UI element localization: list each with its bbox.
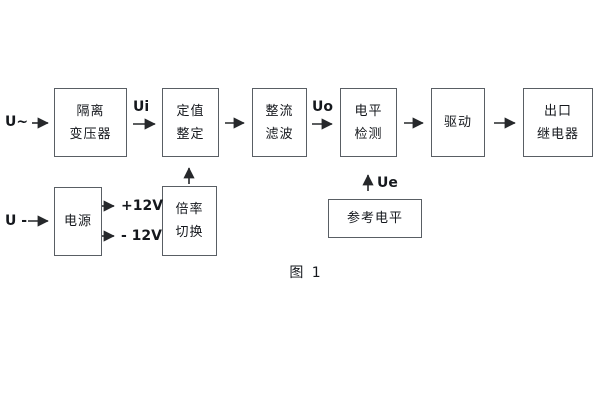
block-label: 参考电平 (346, 211, 403, 226)
block-label: 定值 (176, 103, 205, 119)
block-label: 驱动 (443, 115, 472, 130)
block-label: 滤波 (265, 126, 294, 142)
block-label: 电源 (63, 214, 92, 229)
block-ratio-switch: 倍率 切换 (162, 186, 217, 256)
block-label: 检测 (354, 126, 383, 142)
block-label: 电平 (354, 103, 383, 119)
block-power-supply: 电源 (54, 187, 102, 256)
block-rectify-filter: 整流 滤波 (252, 88, 307, 157)
block-label: 整流 (265, 103, 294, 119)
block-label: 倍率 (175, 202, 204, 217)
block-setpoint-adjust: 定值 整定 (162, 88, 219, 157)
block-label: 切换 (175, 225, 204, 240)
block-isolation-transformer: 隔离 变压器 (54, 88, 127, 157)
block-drive: 驱动 (431, 88, 485, 157)
ue-signal-label: Ue (377, 175, 398, 191)
plus-12v-label: +12V (121, 198, 164, 214)
block-label: 继电器 (536, 126, 579, 142)
minus-12v-label: - 12V (121, 228, 163, 244)
block-label: 隔离 (76, 103, 105, 119)
block-label: 变压器 (69, 126, 112, 142)
dc-input-label: U - (5, 213, 28, 229)
block-label: 整定 (176, 126, 205, 142)
ac-input-label: U~ (5, 114, 29, 130)
block-output-relay: 出口 继电器 (523, 88, 593, 157)
uo-signal-label: Uo (312, 99, 333, 115)
ui-signal-label: Ui (133, 99, 150, 115)
block-label: 出口 (543, 103, 572, 119)
figure-caption: 图 1 (289, 265, 323, 281)
block-level-detect: 电平 检测 (340, 88, 397, 157)
block-reference-level: 参考电平 (328, 199, 422, 238)
